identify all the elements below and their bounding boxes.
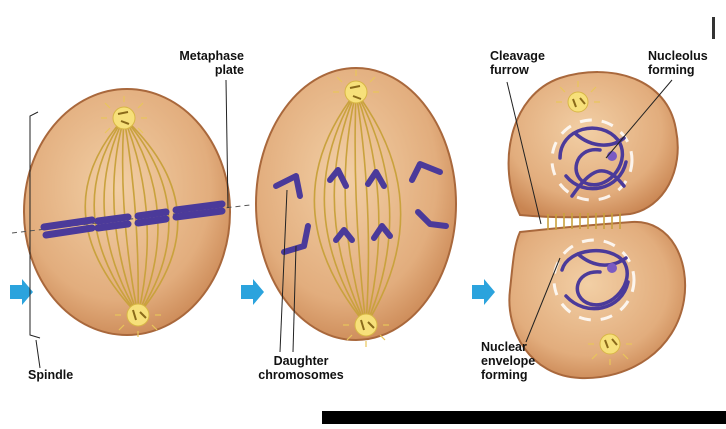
daughter-chromosome-group [273, 161, 449, 255]
lower-daughter-cell [508, 220, 687, 380]
lower-centrosome [588, 333, 632, 365]
nucleolus-forming-label-line-1: Nucleolus [648, 49, 708, 63]
upper-nucleus [550, 118, 634, 202]
spindle-fibers [313, 91, 402, 326]
cleavage-furrow-label: Cleavage furrow [490, 49, 545, 77]
metaphase-plate-label-line-2: plate [214, 63, 244, 77]
cleavage-furrow-label-line-1: Cleavage [490, 49, 545, 63]
daughter-chromosomes-label-line-1: Daughter [273, 354, 329, 368]
right-arrow-icon [10, 279, 33, 305]
nucleolus-forming-label-line-2: forming [648, 63, 695, 77]
nuclear-envelope-forming-label: Nuclear envelope forming [481, 340, 535, 382]
metaphase-plate-label: Metaphase plate [160, 49, 244, 77]
cleavage-furrow-spindle [547, 213, 621, 230]
lower-nucleus [552, 238, 636, 322]
cleavage-furrow-label-line-2: furrow [490, 63, 529, 77]
leader-lines [29, 79, 673, 369]
nuclear-envelope-forming-label-line-1: Nuclear [481, 340, 527, 354]
spindle-label: Spindle [28, 368, 73, 382]
centrosome-top [101, 96, 147, 134]
nucleolus-forming-label: Nucleolus forming [648, 49, 708, 77]
anaphase-cell [255, 67, 457, 347]
nuclear-envelope-forming-label-line-3: forming [481, 368, 528, 382]
metaphase-cell [11, 88, 251, 337]
daughter-chromosomes-label-line-2: chromosomes [258, 368, 344, 382]
corner-mark [712, 17, 715, 39]
centrosome-bottom [343, 313, 389, 347]
right-arrow-icon [472, 279, 495, 305]
metaphase-plate-label-line-1: Metaphase [179, 49, 244, 63]
spindle-label-text: Spindle [28, 368, 74, 382]
upper-centrosome [556, 81, 600, 113]
daughter-chromosomes-label: Daughter chromosomes [246, 354, 356, 382]
bottom-black-bar [322, 411, 726, 424]
telophase-cells [507, 71, 687, 380]
chromosome-row [40, 200, 226, 239]
centrosome-top [333, 70, 379, 104]
centrosome-bottom [115, 303, 161, 337]
right-arrow-icon [241, 279, 264, 305]
nuclear-envelope-forming-label-line-2: envelope [481, 354, 536, 368]
